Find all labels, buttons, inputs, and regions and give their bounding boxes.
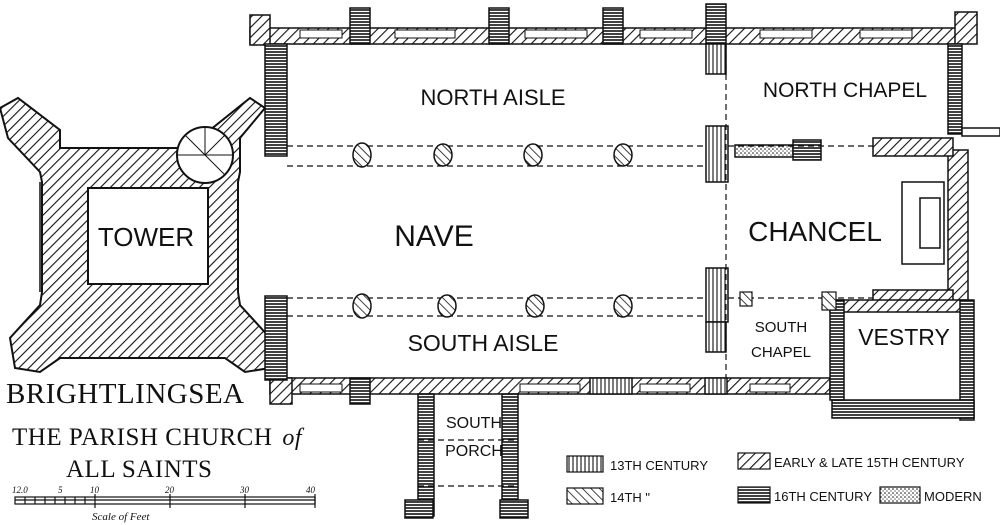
church-title-line2-text: THE PARISH CHURCH — [12, 424, 273, 451]
scale-tick-label: 40 — [306, 485, 315, 495]
nave-label: NAVE — [394, 220, 473, 253]
scale-tick-label: 10 — [90, 485, 99, 495]
legend-label-16th: 16TH CENTURY — [774, 489, 873, 504]
church-title-line1: BRIGHTLINGSEA — [6, 378, 245, 410]
scale-bar — [14, 494, 316, 508]
legend-swatches — [566, 452, 921, 505]
scale-caption: Scale of Feet — [92, 511, 150, 523]
legend-label-13th: 13TH CENTURY — [610, 458, 709, 473]
scale-tick-label: 12.0 — [12, 485, 28, 495]
west-wall — [264, 43, 288, 381]
scale-tick-label: 30 — [240, 485, 249, 495]
south-porch-walls — [404, 393, 529, 519]
legend-label-modern: MODERN — [924, 489, 982, 504]
north-wall — [249, 3, 978, 46]
legend-swatch-15th — [737, 452, 771, 470]
chancel-arch-piers — [705, 43, 729, 353]
church-title-line3: ALL SAINTS — [66, 456, 213, 483]
legend-swatch-16th — [737, 486, 771, 504]
north-chapel-label: NORTH CHAPEL — [763, 79, 927, 102]
vestry-walls — [829, 299, 975, 421]
scale-tick-label: 5 — [58, 485, 63, 495]
tower-label: TOWER — [98, 222, 194, 252]
vestry-label: VESTRY — [858, 324, 950, 350]
south-chapel-piers — [739, 291, 837, 311]
sixteenth-century-block — [792, 139, 822, 161]
south-chapel-label-line2: CHAPEL — [751, 344, 811, 361]
legend-label-14th: 14TH " — [610, 490, 651, 505]
legend-swatch-13th — [566, 455, 604, 473]
arcade-lines — [287, 44, 873, 487]
south-aisle-label: SOUTH AISLE — [408, 330, 559, 356]
south-porch-label-line1: SOUTH — [446, 415, 502, 432]
chancel-label: CHANCEL — [748, 216, 882, 247]
church-title-of: of — [282, 425, 303, 451]
modern-wall-strip — [734, 144, 794, 158]
legend-swatch-14th — [566, 487, 604, 505]
scale-tick-label: 20 — [165, 485, 174, 495]
nave-piers — [352, 142, 633, 319]
tower-walls — [0, 96, 271, 374]
south-porch-label-line2: PORCH — [445, 443, 503, 460]
legend-label-15th: EARLY & LATE 15TH CENTURY — [774, 455, 965, 470]
legend-swatch-modern — [879, 486, 921, 504]
south-wall — [269, 377, 831, 405]
north-aisle-label: NORTH AISLE — [420, 85, 565, 110]
south-chapel-label-line1: SOUTH — [755, 319, 808, 336]
church-title-line2: THE PARISH CHURCH of — [12, 424, 302, 452]
